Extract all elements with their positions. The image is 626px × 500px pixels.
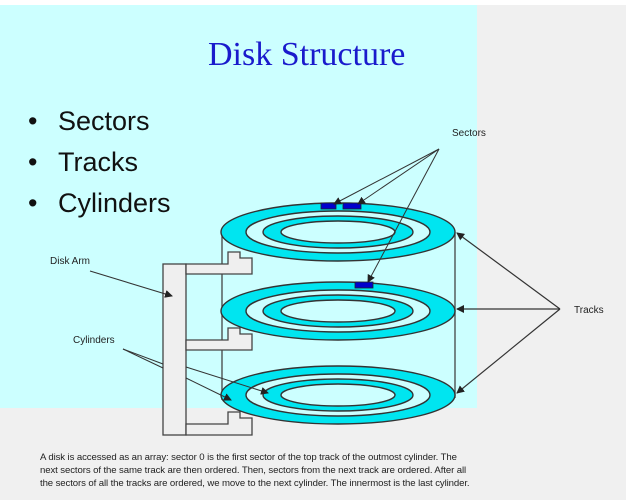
bullet-item: • Cylinders — [28, 185, 171, 226]
track-gap — [280, 220, 396, 244]
cylinders-arrow — [185, 366, 269, 395]
bullet-item: • Sectors — [28, 103, 171, 144]
sectors-arrow — [333, 148, 440, 205]
caption-line: next sectors of the same track are then … — [40, 465, 467, 476]
sectors-arrow — [367, 148, 440, 283]
caption-line: A disk is accessed as an array: sector 0… — [40, 452, 457, 463]
bullet-text: Sectors — [58, 106, 150, 136]
tracks-arrow — [456, 232, 561, 310]
disk-arm-label: Disk Arm — [50, 256, 90, 267]
top-band — [0, 0, 626, 5]
sectors-arrow — [357, 148, 440, 205]
caption-line: the sectors of all the tracks are ordere… — [40, 478, 470, 489]
caption: A disk is accessed as an array: sector 0… — [40, 451, 620, 490]
track-gap — [280, 383, 396, 407]
slide-title: Disk Structure — [208, 36, 406, 73]
cylinders-arrow — [185, 377, 232, 401]
platter — [220, 202, 456, 262]
tracks-label: Tracks — [574, 305, 604, 316]
bullet-text: Cylinders — [58, 188, 171, 218]
bullet-list: • Sectors • Tracks • Cylinders — [28, 103, 171, 226]
sector-block — [320, 202, 337, 210]
platter — [220, 365, 456, 425]
bullet-text: Tracks — [58, 147, 138, 177]
platter — [220, 281, 456, 341]
bullet-item: • Tracks — [28, 144, 171, 185]
bullet-icon: • — [28, 147, 38, 177]
disk-arm — [162, 251, 253, 436]
track-gap — [280, 299, 396, 323]
cylinders-arrow-segment — [122, 348, 164, 369]
sector-block — [354, 281, 374, 289]
bullet-icon: • — [28, 106, 38, 136]
cylinders-label: Cylinders — [73, 335, 115, 346]
disk-arm-arrow — [89, 270, 173, 298]
bullet-icon: • — [28, 188, 38, 218]
sector-block — [342, 202, 362, 210]
sectors-label: Sectors — [452, 128, 486, 139]
cylinders-arrow-segment — [122, 348, 164, 365]
tracks-arrow — [456, 308, 561, 394]
